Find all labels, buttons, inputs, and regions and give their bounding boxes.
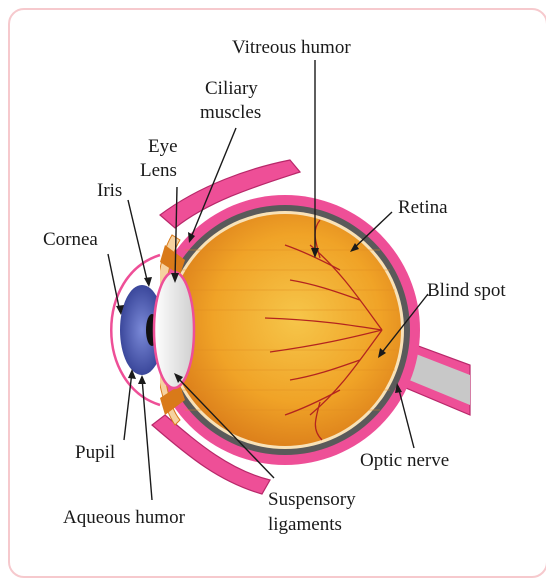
label-retina: Retina [398, 197, 448, 218]
label-cornea: Cornea [43, 229, 98, 250]
label-iris: Iris [97, 180, 122, 201]
label-pupil: Pupil [75, 442, 115, 463]
label-ciliary-muscles-line1: Ciliary [205, 78, 258, 99]
label-aqueous-humor: Aqueous humor [63, 507, 186, 528]
eye-diagram: Vitreous humor Ciliary muscles Eye Lens … [0, 0, 546, 566]
label-blind-spot: Blind spot [427, 280, 506, 301]
label-suspensory-ligaments-line1: Suspensory [268, 489, 356, 510]
lens-shape [154, 272, 194, 388]
label-vitreous-humor: Vitreous humor [232, 37, 351, 58]
label-suspensory-ligaments-line2: ligaments [268, 514, 342, 535]
vitreous-body [169, 214, 401, 446]
label-ciliary-muscles-line2: muscles [200, 102, 261, 123]
label-eye-lens-line1: Eye [148, 136, 178, 157]
label-optic-nerve: Optic nerve [360, 450, 449, 471]
label-eye-lens-line2: Lens [140, 160, 177, 181]
